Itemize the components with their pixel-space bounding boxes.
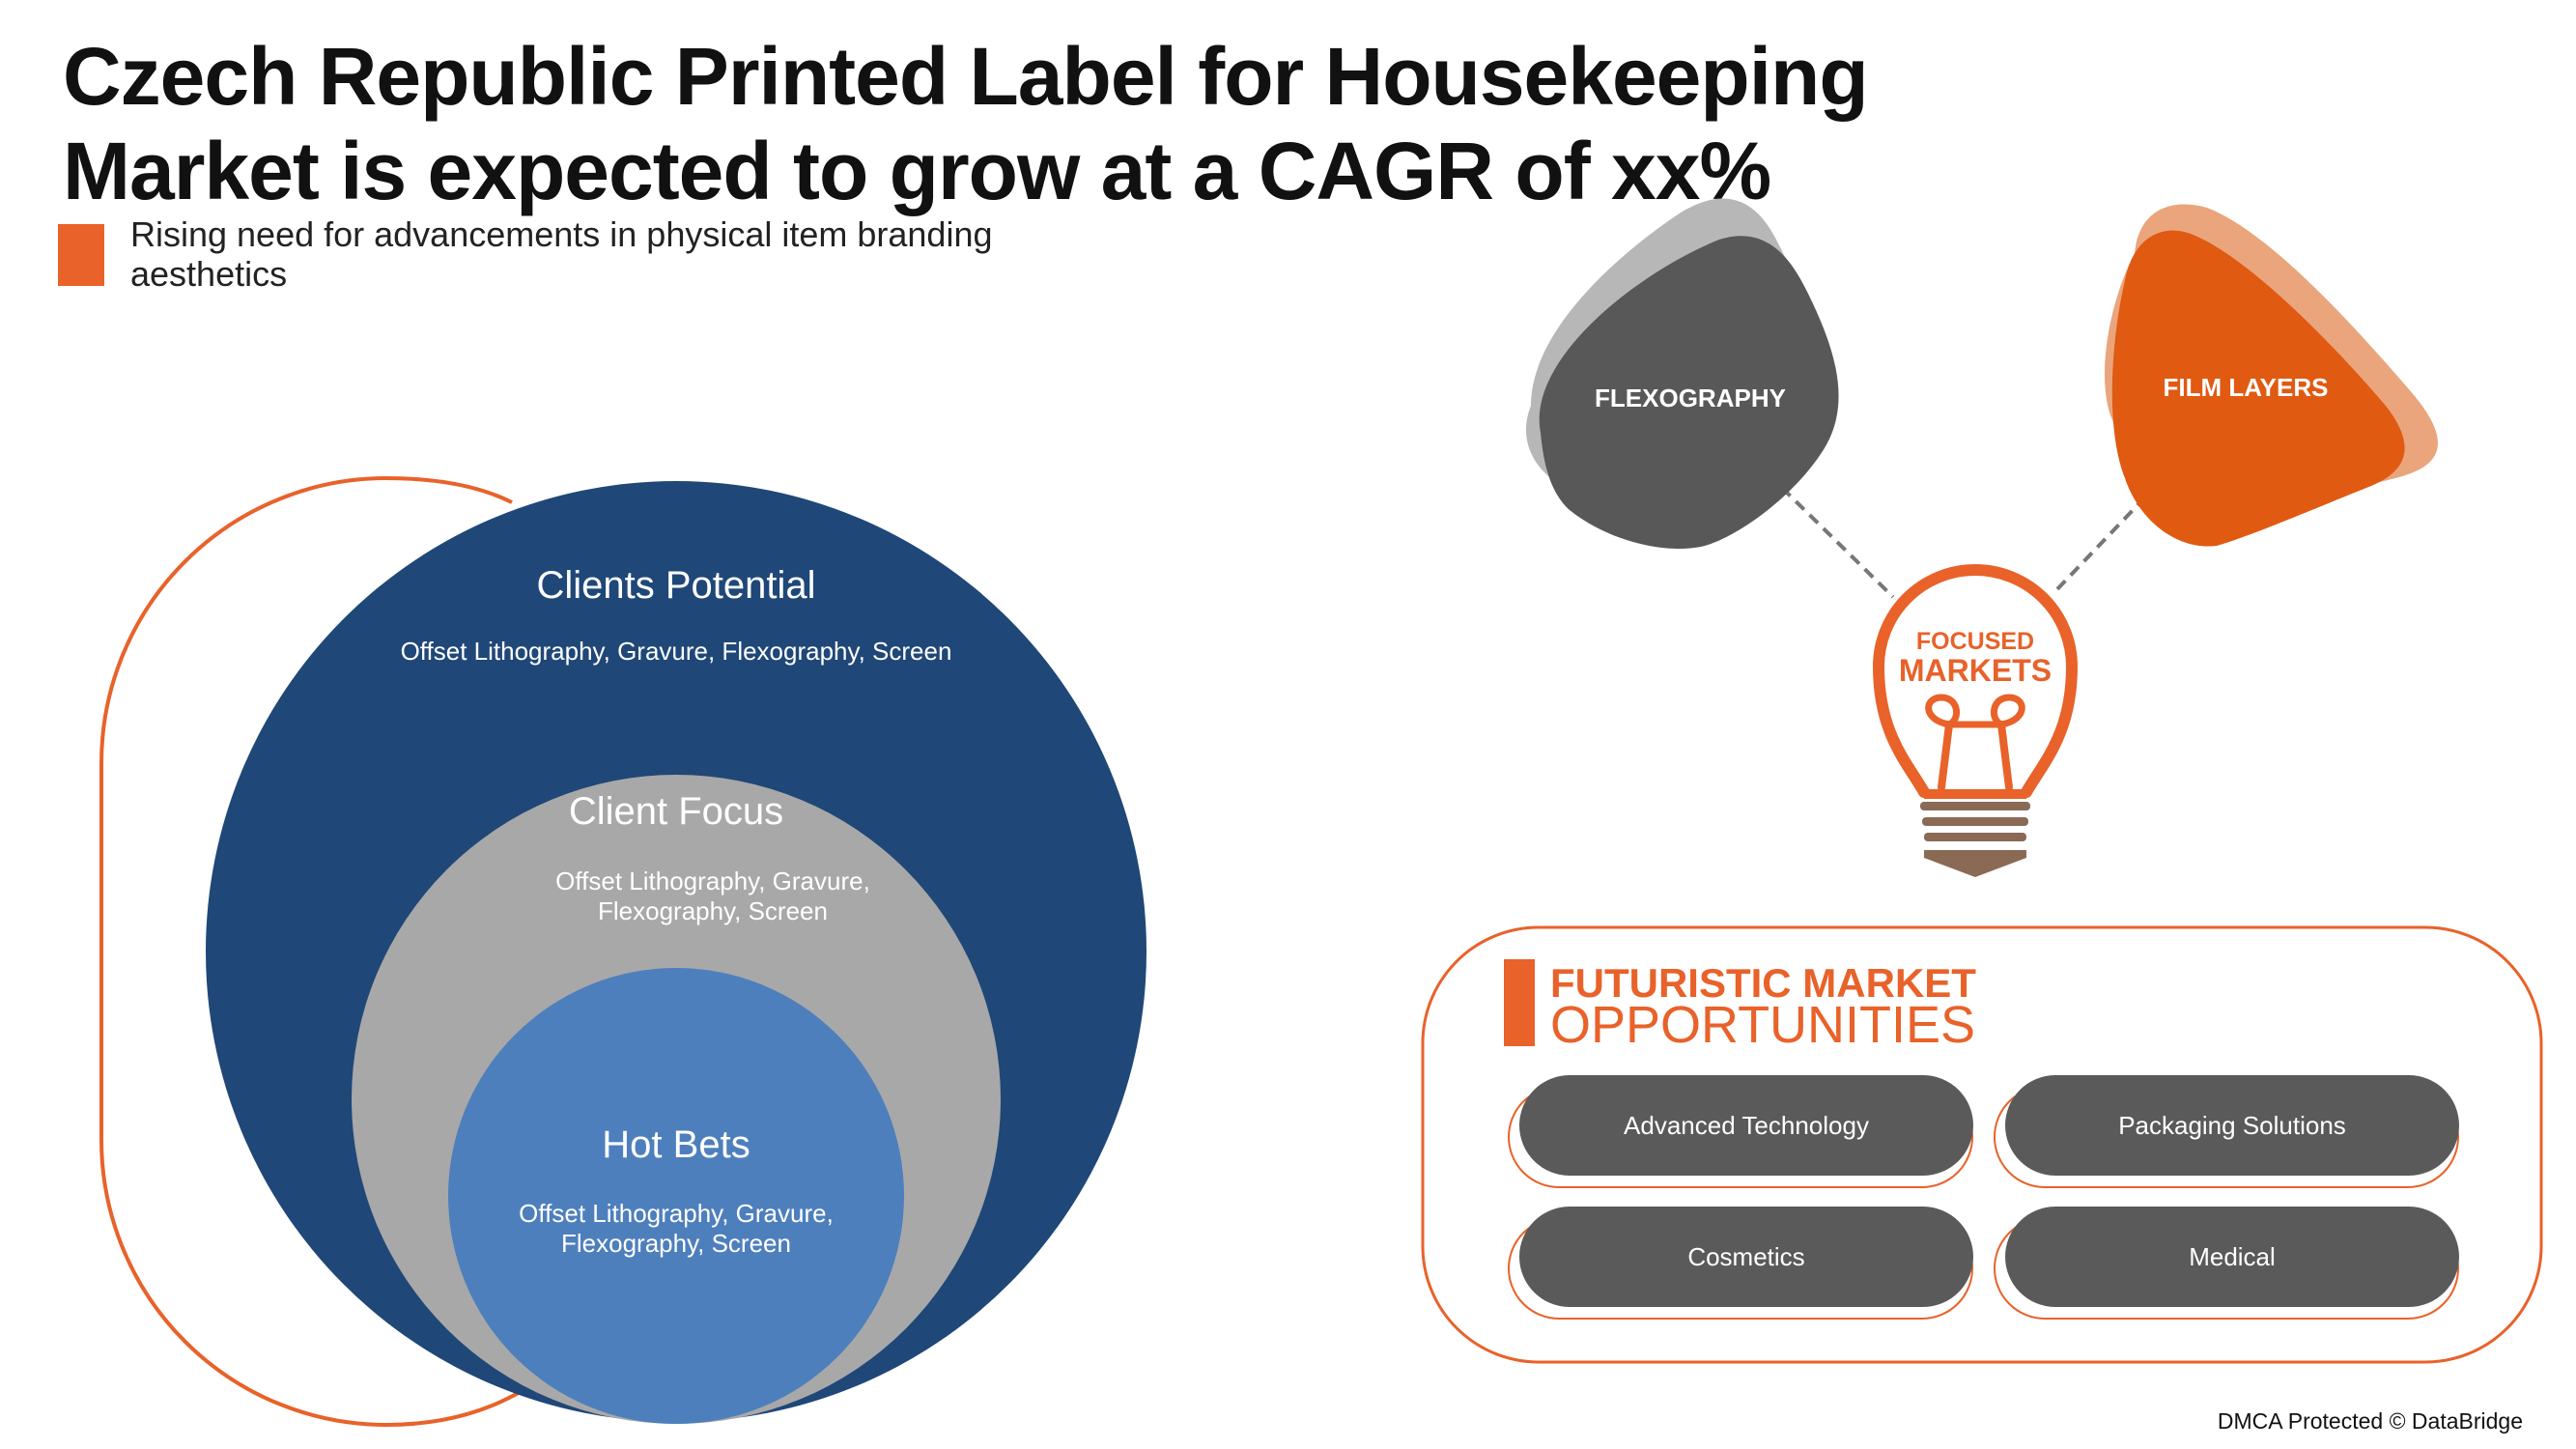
nested-circles-diagram: Clients Potential Offset Lithography, Gr… (99, 475, 1146, 1428)
outer-orange-outline (99, 475, 524, 1428)
clients-potential-text: Offset Lithography, Gravure, Flexography… (401, 637, 952, 666)
hot-bets-circle (448, 968, 904, 1424)
bulb-label-line-2: MARKETS (1899, 653, 2052, 688)
flexography-shape (1539, 236, 1839, 550)
film-layers-label: FILM LAYERS (2164, 373, 2329, 402)
left-connector-line (1780, 486, 1895, 599)
opportunity-advanced-technology: Advanced Technology (1624, 1111, 1869, 1140)
bulb-label-line-1: FOCUSED (1916, 628, 2034, 655)
opportunity-packaging-solutions: Packaging Solutions (2118, 1111, 2346, 1140)
clients-potential-title: Clients Potential (536, 564, 815, 607)
hot-bets-text-line-2: Flexography, Screen (561, 1229, 791, 1258)
hot-bets-title: Hot Bets (602, 1123, 750, 1166)
opportunity-pill: Advanced Technology (1508, 1075, 1973, 1188)
opportunities-marker (1504, 959, 1535, 1046)
client-focus-text-line-2: Flexography, Screen (598, 896, 828, 925)
opportunity-pill: Medical (1994, 1207, 2459, 1320)
opportunity-pill: Packaging Solutions (1994, 1075, 2459, 1188)
page-title: Czech Republic Printed Label for Houseke… (63, 29, 1898, 218)
flexography-label: FLEXOGRAPHY (1595, 384, 1786, 412)
dmca-notice: DMCA Protected © DataBridge (2217, 1408, 2523, 1434)
title-line-2: Market is expected to grow at a CAGR of … (63, 126, 1771, 216)
hot-bets-text-line-1: Offset Lithography, Gravure, (519, 1199, 834, 1228)
subtitle-line-1: Rising need for advancements in physical… (130, 214, 993, 254)
subtitle-marker (58, 224, 104, 286)
film-layers-shape (2111, 230, 2405, 547)
client-focus-text-line-1: Offset Lithography, Gravure, (555, 867, 870, 895)
opportunity-cosmetics: Cosmetics (1687, 1242, 1804, 1271)
lightbulb-icon (1872, 564, 2079, 877)
opportunities-panel: FUTURISTIC MARKET OPPORTUNITIES Advanced… (1421, 925, 2543, 1364)
opportunities-heading-line-1: FUTURISTIC MARKET (1550, 960, 1976, 1006)
opportunity-medical: Medical (2189, 1242, 2276, 1271)
subtitle-line-2: aesthetics (130, 254, 288, 294)
focused-markets-diagram: FLEXOGRAPHY FILM LAYERS FOCUSED MARKETS (1526, 198, 2438, 877)
subtitle: Rising need for advancements in physical… (130, 214, 1145, 294)
opportunity-pill: Cosmetics (1508, 1207, 1973, 1320)
client-focus-title: Client Focus (569, 790, 783, 833)
title-line-1: Czech Republic Printed Label for Houseke… (63, 31, 1869, 122)
opportunities-frame (1421, 925, 2543, 1364)
opportunities-heading-line-2: OPPORTUNITIES (1550, 996, 1975, 1054)
